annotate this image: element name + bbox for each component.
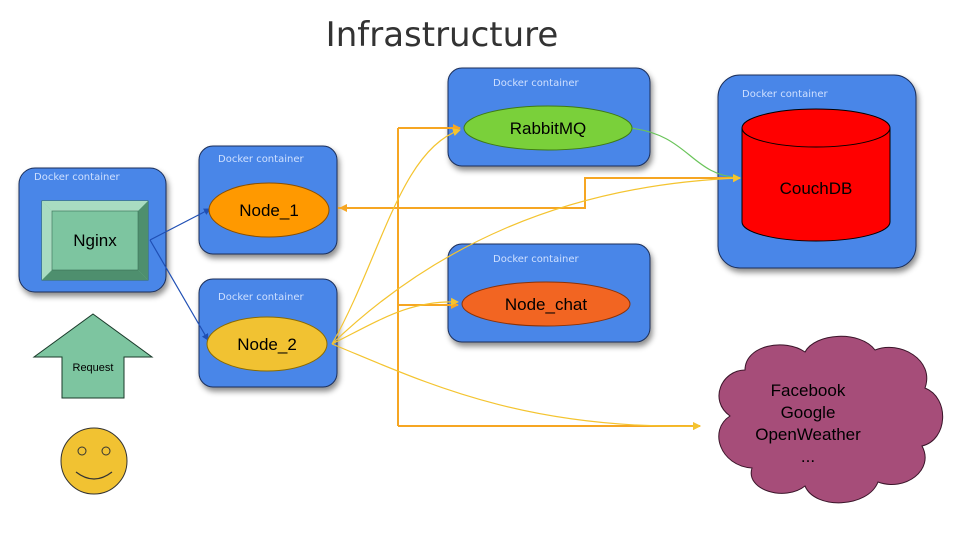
curve-node2-rabbitmq (331, 128, 461, 345)
arrow-nginx-node1 (149, 208, 211, 241)
container-label: Docker container (218, 154, 304, 165)
curve-node2-node-chat (331, 297, 459, 345)
curve-node2-cloud (331, 343, 701, 431)
request-arrow: Request (32, 313, 154, 399)
service-label: Facebook (771, 381, 846, 400)
container-label: Docker container (218, 292, 304, 303)
arrow-node1-couchdb (338, 174, 741, 209)
external-services-cloud: Facebook Google OpenWeather ... (718, 335, 944, 504)
service-label: OpenWeather (755, 425, 861, 444)
request-label: Request (73, 362, 114, 374)
rabbitmq-label: RabbitMQ (510, 119, 587, 138)
node-chat-node: Node_chat (461, 281, 631, 327)
node1-label: Node_1 (239, 201, 299, 220)
container-label: Docker container (493, 78, 579, 89)
arrow-rabbitmq-couchdb (629, 127, 741, 182)
container-label: Docker container (493, 254, 579, 265)
node1-node: Node_1 (208, 182, 330, 238)
node-chat-label: Node_chat (505, 295, 588, 314)
node2-label: Node_2 (237, 335, 297, 354)
connectors (149, 124, 741, 431)
service-label: Google (781, 403, 836, 422)
container-label: Docker container (742, 89, 828, 100)
couchdb-label: CouchDB (780, 179, 853, 198)
container-label: Docker container (34, 172, 120, 183)
user-smiley-icon (60, 427, 128, 495)
service-label: ... (801, 447, 815, 466)
curve-node2-couchdb (331, 174, 741, 345)
rabbitmq-node: RabbitMQ (463, 105, 633, 151)
nginx-node: Nginx (41, 200, 149, 281)
node2-node: Node_2 (206, 316, 328, 372)
diagram-title: Infrastructure (326, 15, 559, 55)
nginx-label: Nginx (73, 231, 117, 250)
arrow-nginx-node2 (149, 239, 209, 341)
couchdb-node: CouchDB (741, 108, 891, 242)
